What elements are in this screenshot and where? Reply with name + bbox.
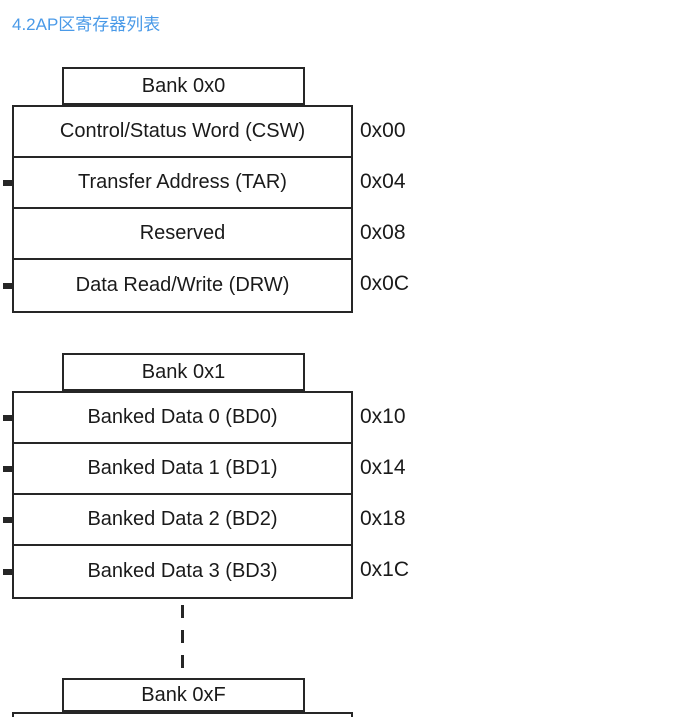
register-row: Banked Data 0 (BD0) xyxy=(3,393,351,444)
register-offset: 0x1C xyxy=(360,557,410,581)
register-offset: 0x08 xyxy=(360,220,406,244)
row-tick-marker xyxy=(3,465,12,472)
dash-segment xyxy=(181,630,184,643)
register-row: Banked Data 3 (BD3) xyxy=(3,546,351,597)
register-name: Reserved xyxy=(139,222,226,244)
register-row: Banked Data 2 (BD2) xyxy=(3,495,351,546)
register-row: Banked Data 1 (BD1) xyxy=(3,444,351,495)
row-tick-marker xyxy=(3,414,12,421)
offset-column-1: 0x10 0x14 0x18 0x1C xyxy=(360,391,480,595)
register-name: Data Read/Write (DRW) xyxy=(75,274,290,296)
register-row: Transfer Address (TAR) xyxy=(3,158,351,209)
register-name: Transfer Address (TAR) xyxy=(78,171,287,193)
register-offset: 0x10 xyxy=(360,404,406,428)
bank-table-0: Control/Status Word (CSW) Transfer Addre… xyxy=(3,105,353,313)
register-offset: 0x14 xyxy=(360,455,406,479)
register-offset: 0x04 xyxy=(360,169,406,193)
register-name: Control/Status Word (CSW) xyxy=(59,120,306,142)
register-name: Banked Data 1 (BD1) xyxy=(87,457,278,479)
bank-table-1: Banked Data 0 (BD0) Banked Data 1 (BD1) … xyxy=(3,391,353,599)
section-heading: 4.2AP区寄存器列表 xyxy=(12,15,161,34)
register-offset: 0x18 xyxy=(360,506,406,530)
bank-header-last: Bank 0xF xyxy=(62,678,305,712)
dash-segment xyxy=(181,605,184,618)
register-row: Reserved xyxy=(14,209,351,260)
row-tick-marker xyxy=(3,179,12,186)
register-row: Control/Status Word (CSW) xyxy=(14,107,351,158)
continuation-dashed-line xyxy=(181,605,184,668)
register-name: Banked Data 3 (BD3) xyxy=(87,560,278,582)
row-tick-marker xyxy=(3,516,12,523)
register-offset: 0x00 xyxy=(360,118,406,142)
register-offset: 0x0C xyxy=(360,271,410,295)
register-row: Data Read/Write (DRW) xyxy=(3,260,351,311)
bank-table-last-clipped xyxy=(12,712,353,717)
bank-header-1: Bank 0x1 xyxy=(62,353,305,391)
offset-column-0: 0x00 0x04 0x08 0x0C xyxy=(360,105,480,309)
row-tick-marker xyxy=(3,282,12,289)
register-name: Banked Data 0 (BD0) xyxy=(87,406,278,428)
row-tick-marker xyxy=(3,568,12,575)
bank-header-0: Bank 0x0 xyxy=(62,67,305,105)
register-name: Banked Data 2 (BD2) xyxy=(87,508,278,530)
dash-segment xyxy=(181,655,184,668)
